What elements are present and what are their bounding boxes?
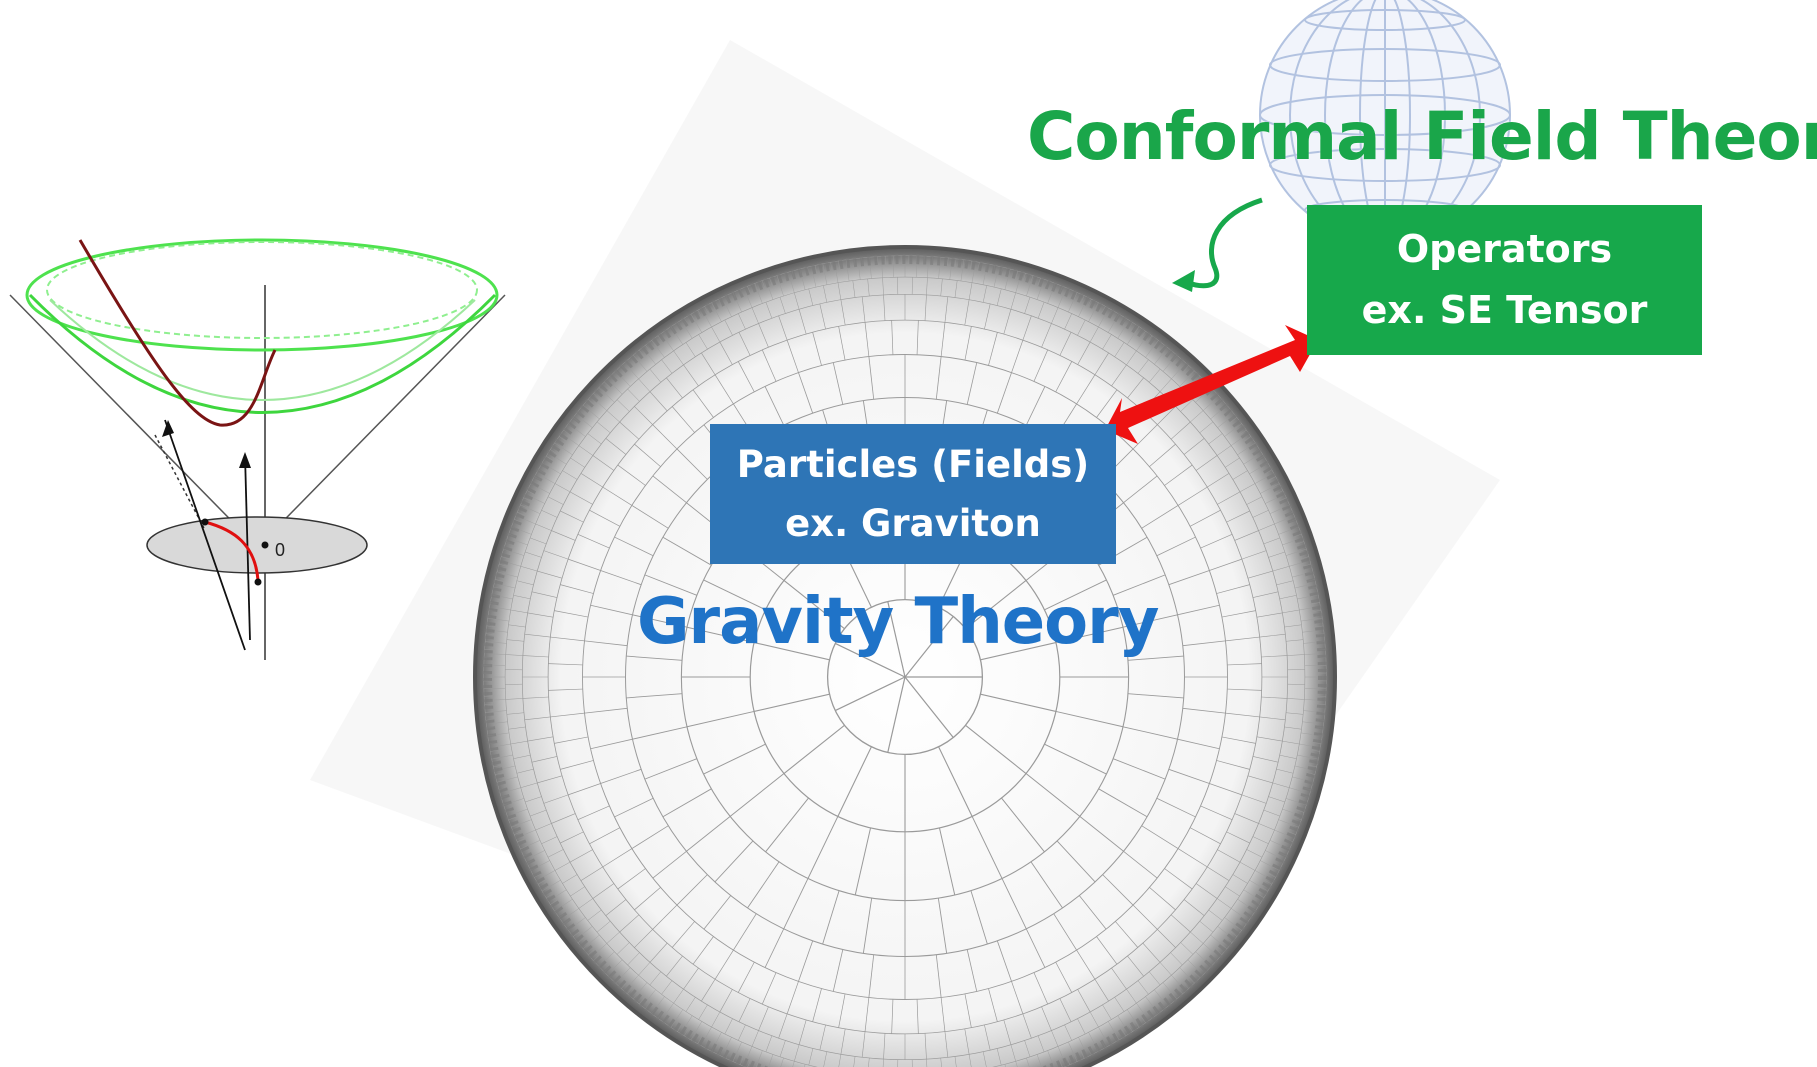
curved-arrow-icon: [1172, 197, 1263, 292]
double-arrow-icon: [1105, 325, 1318, 444]
particles-box: Particles (Fields) ex. Graviton: [710, 424, 1116, 564]
particles-line1: Particles (Fields): [736, 442, 1090, 486]
cft-title: Conformal Field Theory: [1027, 98, 1817, 175]
light-cone-icon: 0: [9, 238, 506, 660]
gravity-title: Gravity Theory: [637, 585, 1159, 659]
operators-line1: Operators: [1396, 227, 1613, 272]
operators-line2: ex. SE Tensor: [1361, 288, 1648, 332]
operators-box: Operators ex. SE Tensor: [1307, 205, 1702, 355]
hyperbolic-disk-icon: [473, 245, 1337, 1067]
origin-label: 0: [275, 540, 285, 560]
particles-line2: ex. Graviton: [785, 502, 1041, 545]
